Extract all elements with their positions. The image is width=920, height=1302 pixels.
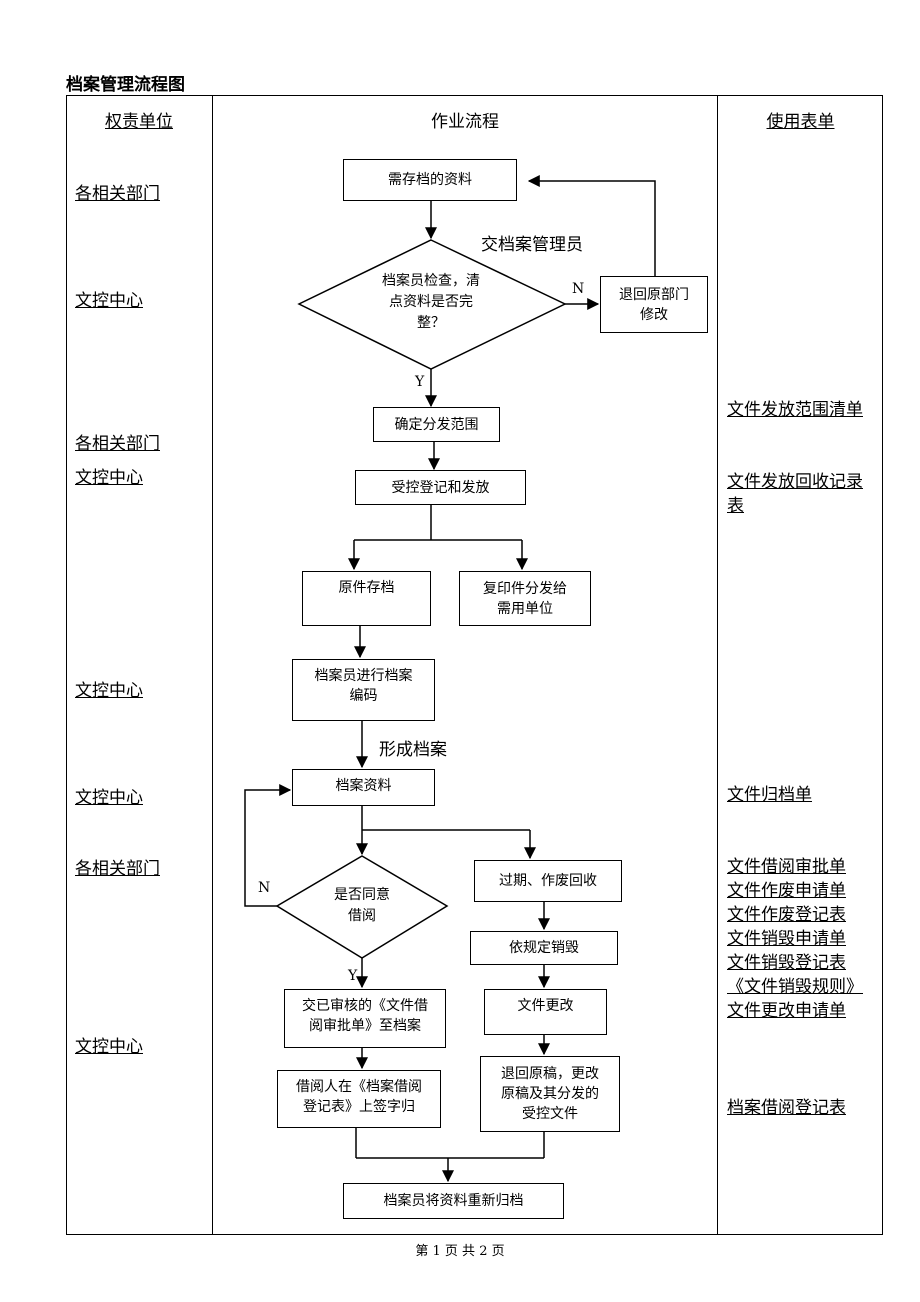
step-destroy: 依规定销毁 [470,931,618,965]
step-text: 复印件分发给 [483,580,567,597]
label-no: N [572,281,585,297]
form-label: 文件销毁申请单 [727,929,846,949]
connector-arrow [244,784,292,907]
decision-text-line: 借阅 [348,908,376,924]
decision-text-line: 档案员检查，清 [382,273,480,289]
step-text: 确定分发范围 [394,416,479,433]
step-text: 受控登记和发放 [391,479,490,496]
step-text: 退回原稿，更改 [501,1066,599,1082]
step-refile: 档案员将资料重新归档 [343,1183,564,1219]
dept-label: 各相关部门 [75,184,160,204]
step-text: 登记表》上签字归 [303,1099,415,1115]
label-no: N [258,880,271,896]
form-label: 文件作废登记表 [727,905,846,925]
decision-check-text: 档案员检查，清 点资料是否完 整？ [340,271,522,334]
label-form-archive: 形成档案 [379,740,447,760]
form-label: 文件归档单 [727,785,812,805]
step-text: 交已审核的《文件借 [302,998,428,1014]
step-need-archive: 需存档的资料 [343,159,517,201]
column-header-unit: 权责单位 [105,112,173,132]
dept-label: 文控中心 [75,468,143,488]
form-label: 《文件销毁规则》 [727,977,863,997]
decision-text-line: 点资料是否完 [389,294,473,310]
column-header-forms: 使用表单 [766,112,835,132]
step-text: 原件存档 [338,580,395,596]
label-to-admin: 交档案管理员 [481,235,583,255]
step-text: 需用单位 [497,600,553,617]
page-footer: 第 1 页 共 2 页 [415,1244,505,1259]
step-text: 原稿及其分发的 [501,1086,599,1102]
form-label: 文件借阅审批单 [727,857,846,877]
step-submit: 交已审核的《文件借阅审批单》至档案 [284,989,446,1048]
step-scope: 确定分发范围 [373,407,500,442]
step-text: 阅审批单》至档案 [309,1018,421,1034]
decision-text-line: 是否同意 [334,887,390,903]
step-text: 依规定销毁 [509,940,579,956]
step-text: 受控文件 [522,1106,578,1122]
step-text: 需存档的资料 [388,172,472,188]
step-text: 编码 [349,688,378,704]
form-label: 文件销毁登记表 [727,953,846,973]
step-code: 档案员进行档案编码 [292,659,435,721]
step-sign: 借阅人在《档案借阅登记表》上签字归 [277,1070,441,1128]
decision-diamond-borrow [275,855,449,959]
form-label: 文件作废申请单 [727,881,846,901]
decision-diamond-check [297,239,567,370]
dept-label: 文控中心 [75,291,143,311]
form-label: 表 [727,496,744,516]
dept-label: 文控中心 [75,788,143,808]
step-text: 文件更改 [517,998,574,1014]
step-copy: 复印件分发给需用单位 [459,571,591,626]
dept-label: 各相关部门 [75,434,160,454]
column-divider-left [212,95,213,1235]
step-return-dept: 退回原部门修改 [600,276,708,333]
step-recall: 退回原稿，更改原稿及其分发的受控文件 [480,1056,620,1132]
column-divider-right [717,95,718,1235]
dept-label: 文控中心 [75,681,143,701]
step-text: 退回原部门 [619,286,689,303]
form-label: 文件发放范围清单 [727,400,863,420]
step-text: 档案资料 [335,778,392,794]
connector-arrow [527,175,656,276]
form-label: 文件更改申请单 [727,1001,846,1021]
step-register: 受控登记和发放 [355,470,526,505]
step-change: 文件更改 [484,989,607,1035]
table-frame [66,95,883,1235]
document-title: 档案管理流程图 [66,75,185,95]
form-label: 文件发放回收记录 [727,472,863,492]
step-expire: 过期、作废回收 [474,860,622,902]
step-original: 原件存档 [302,571,431,626]
label-yes: Y [348,968,358,984]
step-archive-data: 档案资料 [292,769,435,806]
dept-label: 各相关部门 [75,859,160,879]
step-text: 借阅人在《档案借阅 [296,1079,422,1095]
decision-text-line: 整？ [417,315,445,331]
step-text: 档案员进行档案 [314,668,413,684]
step-text: 档案员将资料重新归档 [383,1193,524,1209]
step-text: 过期、作废回收 [499,873,597,889]
label-yes: Y [415,374,425,390]
dept-label: 文控中心 [75,1037,143,1057]
column-header-process: 作业流程 [431,112,499,132]
decision-borrow-text: 是否同意 借阅 [307,885,417,927]
form-label: 档案借阅登记表 [727,1098,846,1118]
step-text: 修改 [640,306,668,323]
